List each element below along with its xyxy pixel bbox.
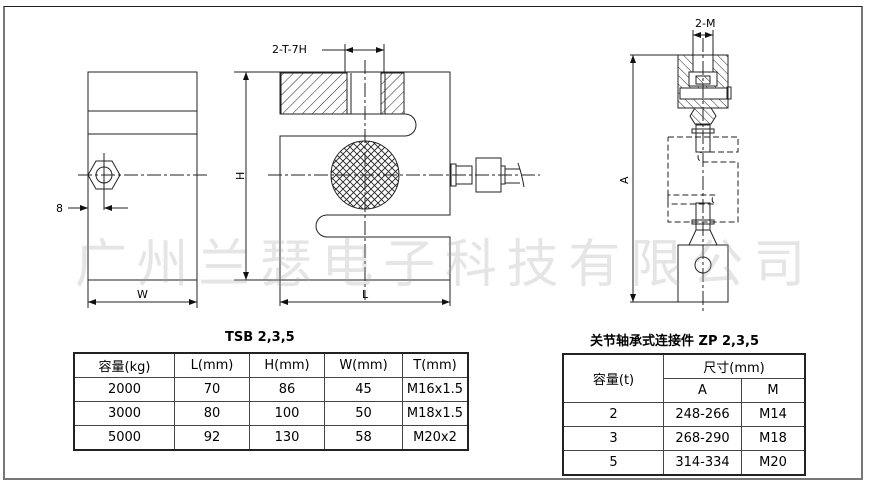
- header-capacity: 容量(kg): [73, 352, 175, 378]
- height-dim-label: H: [234, 172, 247, 180]
- header-width: W(mm): [324, 352, 403, 378]
- width-dim-label: W: [137, 288, 148, 301]
- length-dim-label: L: [362, 288, 369, 301]
- table-row: 3000 80 100 50 M18x1.5: [73, 401, 469, 426]
- header-a: A: [663, 378, 742, 403]
- assembly-view: [630, 30, 739, 312]
- cell: 70: [174, 377, 250, 402]
- header-height: H(mm): [249, 352, 325, 378]
- cell: 3: [562, 426, 664, 451]
- table-row: 5000 92 130 58 M20x2: [73, 425, 469, 451]
- offset-dim-label: 8: [56, 202, 63, 215]
- cell: 5000: [73, 425, 175, 451]
- header-capacity: 容量(t): [562, 353, 664, 403]
- cell: M18: [741, 426, 806, 451]
- cell: 130: [249, 425, 325, 451]
- cell: 50: [324, 401, 403, 426]
- cell: 248-266: [663, 402, 742, 427]
- table-header-row: 容量(kg) L(mm) H(mm) W(mm) T(mm): [73, 352, 469, 378]
- table-row: 5 314-334 M20: [562, 450, 806, 476]
- drawing-frame: [3, 6, 863, 480]
- assembly-thread-dim-label: 2-M: [695, 17, 715, 30]
- table-subheader-row: A M: [563, 378, 806, 403]
- cell: 86: [249, 377, 325, 402]
- cell: 2000: [73, 377, 175, 402]
- table2-caption: 关节轴承式连接件 ZP 2,3,5: [590, 334, 760, 349]
- cell: M14: [741, 402, 806, 427]
- cell: M20: [741, 450, 806, 476]
- cell: 92: [174, 425, 250, 451]
- table1-caption: TSB 2,3,5: [225, 330, 295, 345]
- cell: 5: [562, 450, 664, 476]
- tsb-spec-table: 容量(kg) L(mm) H(mm) W(mm) T(mm) 2000 70 8…: [73, 352, 469, 451]
- header-length: L(mm): [174, 352, 250, 378]
- thread-dim-label: 2-T-7H: [272, 43, 307, 56]
- header-dimensions: 尺寸(mm): [663, 353, 806, 379]
- cell: 58: [324, 425, 403, 451]
- cell: 80: [174, 401, 250, 426]
- table-row: 2 248-266 M14: [562, 402, 806, 427]
- table-row: 3 268-290 M18: [562, 426, 806, 451]
- overall-dim-label: A: [618, 176, 631, 184]
- cell: M20x2: [402, 425, 469, 451]
- header-m: M: [741, 378, 806, 403]
- table-header-row: 容量(t) 尺寸(mm): [562, 353, 806, 403]
- cell: M16x1.5: [402, 377, 469, 402]
- cell: 3000: [73, 401, 175, 426]
- cell: 45: [324, 377, 403, 402]
- cell: 100: [249, 401, 325, 426]
- cell: 314-334: [663, 450, 742, 476]
- header-thread: T(mm): [402, 352, 469, 378]
- zp-connector-table: 容量(t) 尺寸(mm) A M 2 248-266 M14 3 268-290…: [562, 353, 806, 476]
- cell: M18x1.5: [402, 401, 469, 426]
- table-row: 2000 70 86 45 M16x1.5: [73, 377, 469, 402]
- cell: 268-290: [663, 426, 742, 451]
- side-view: [68, 71, 210, 308]
- cell: 2: [562, 402, 664, 427]
- front-view: [234, 44, 540, 306]
